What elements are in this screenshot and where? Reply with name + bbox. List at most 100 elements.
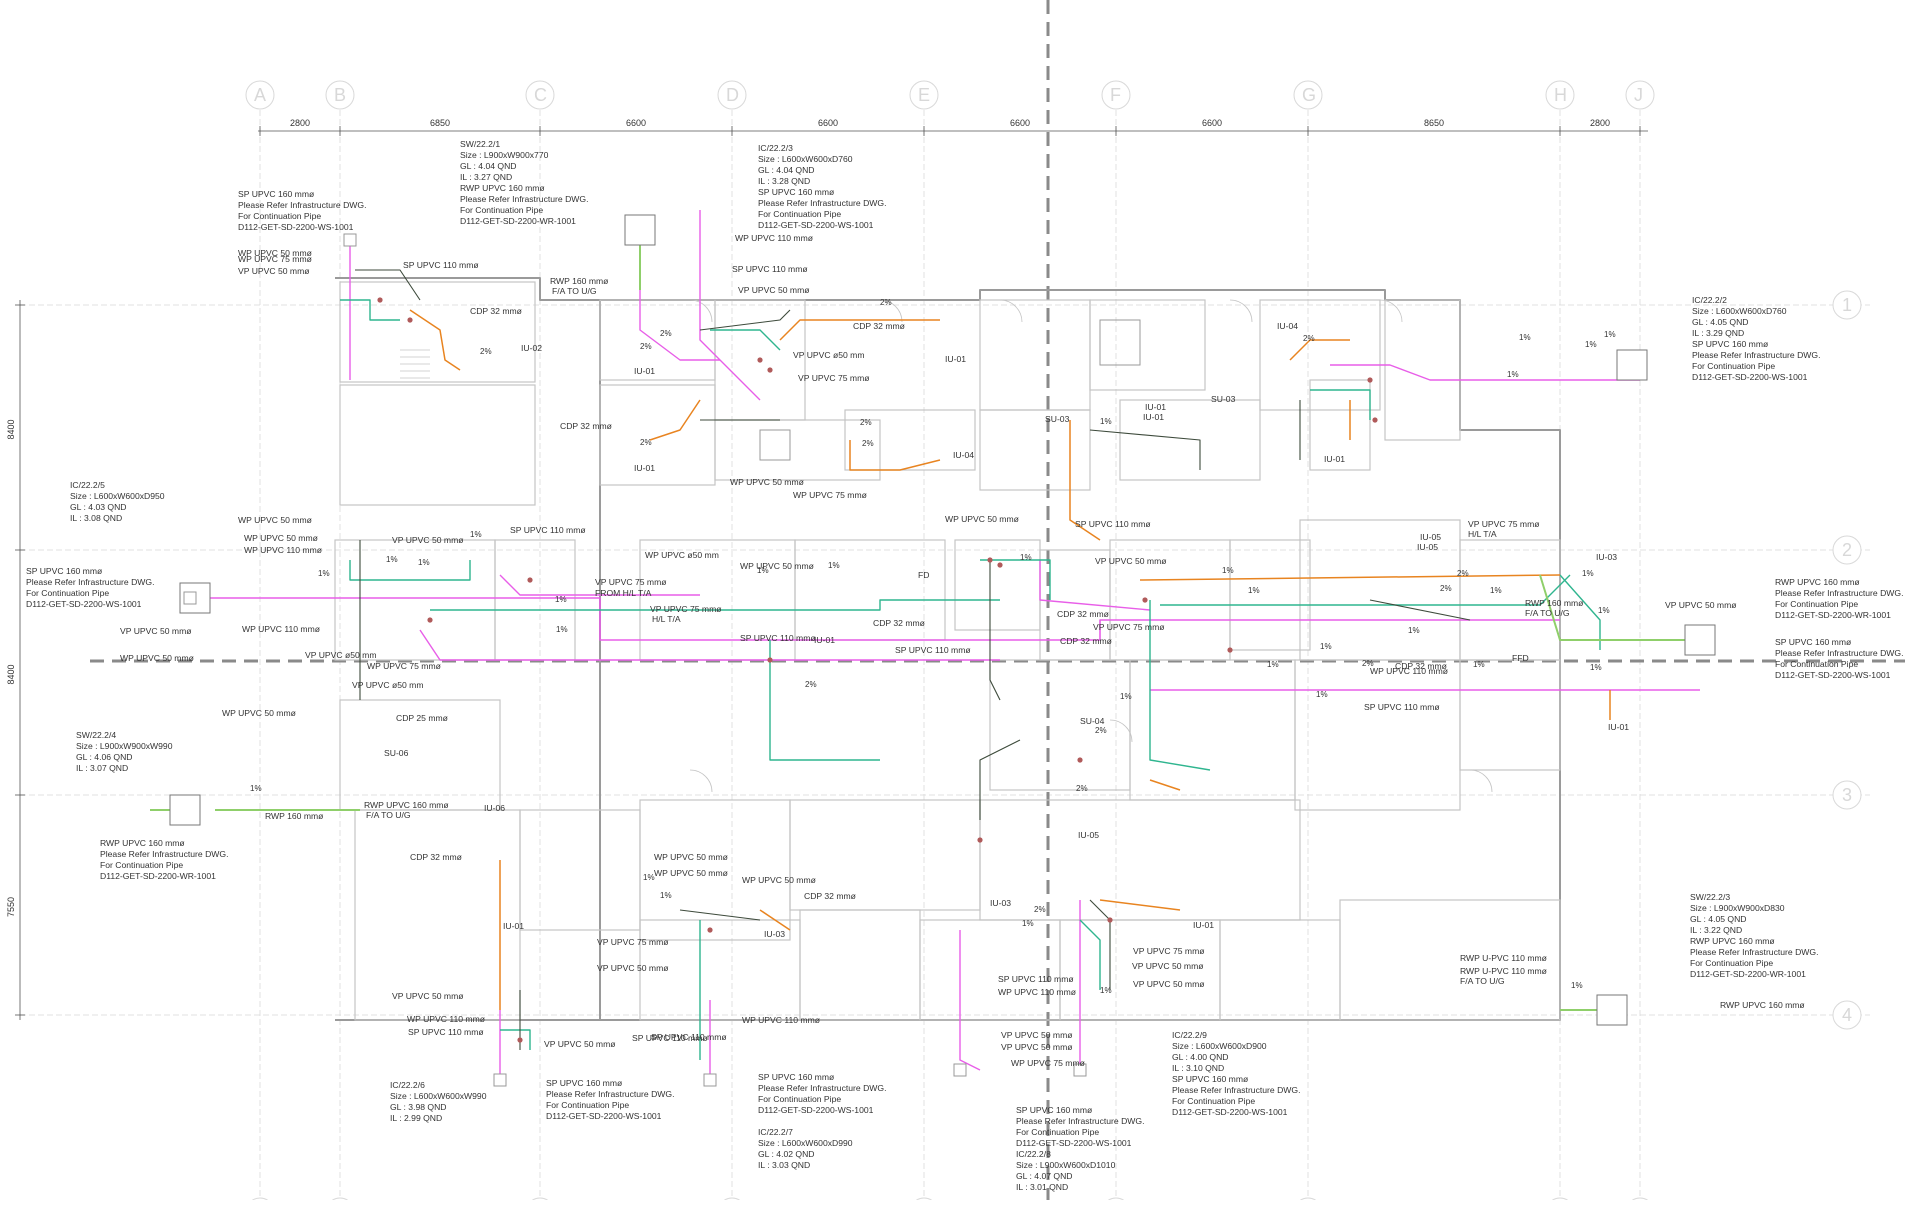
slope-marker: 1% [1120,692,1132,701]
slope-marker: 2% [640,342,652,351]
callout-text: SP UPVC 160 mmø [546,1078,623,1088]
pipe-label: SP UPVC 110 mmø [651,1032,727,1042]
pipe-label: VP UPVC 50 mmø [544,1039,616,1049]
callout-text: IC/22.2/8 [1016,1149,1051,1159]
callout-text: RWP UPVC 160 mmø [1690,936,1775,946]
pipe-label: VP UPVC 75 mmø [1133,946,1205,956]
pipe-label: WP UPVC 50 mmø [742,875,817,885]
callout-text: Size : L600xW600xW990 [390,1091,487,1101]
pipe-label: SP UPVC 110 mmø [632,1033,708,1043]
slope-marker: 2% [862,439,874,448]
pipe-label: CDP 32 mmø [560,421,613,431]
slope-marker: 2% [1362,659,1374,668]
slope-marker: 1% [250,784,262,793]
vp-pipe [1369,599,1471,621]
room-wall [979,799,1301,921]
room-tag: IU-01 [1608,722,1629,732]
slope-marker: 1% [1408,626,1420,635]
room-wall [979,299,1091,411]
callout-text: SP UPVC 160 mmø [1172,1074,1249,1084]
pipe-label: CDP 32 mmø [470,306,523,316]
pipe-label: WP UPVC 110 mmø [742,1015,821,1025]
slope-marker: 1% [1022,919,1034,928]
grid-bubble-col [1293,80,1323,110]
sp-pipe [499,574,700,596]
callout-text: IL : 3.27 QND [460,172,512,182]
callout-text: For Continuation Pipe [1775,599,1858,609]
wp-pipe [1079,919,1101,990]
fixture-dot [1142,597,1148,603]
pipe-label: CDP 32 mmø [1057,609,1110,619]
pipe-label: CDP 32 mmø [410,852,463,862]
slope-marker: 1% [1316,690,1328,699]
grid-bubble-col [909,80,939,110]
room-tag: IU-03 [1596,552,1617,562]
callout-text: D112-GET-SD-2200-WR-1001 [1775,610,1891,620]
room-tag: IU-01 [945,354,966,364]
pipe-label: WP UPVC 110 mmø [244,545,323,555]
callout-text: D112-GET-SD-2200-WS-1001 [238,222,354,232]
slope-marker: 2% [640,438,652,447]
grid-column-label: B [334,85,346,105]
fixture-dot [427,617,433,623]
callout-text: Please Refer Infrastructure DWG. [26,577,154,587]
door-swing [1109,719,1133,743]
slope-marker: 2% [860,418,872,427]
room-wall [519,809,641,931]
room-wall [354,809,521,1021]
callout-text: GL : 4.00 QND [1172,1052,1229,1062]
slope-marker: 1% [1222,566,1234,575]
outlet-box [183,591,197,605]
slope-marker: 1% [1519,333,1531,342]
callout-text: Please Refer Infrastructure DWG. [238,200,366,210]
fixture-dot [767,367,773,373]
pipe-label: WP UPVC 50 mmø [945,514,1020,524]
room-wall [599,384,716,486]
callout-text: Please Refer Infrastructure DWG. [758,1083,886,1093]
pipe-label: WP UPVC 110 mmø [735,233,814,243]
room-tag: IU-03 [764,929,785,939]
pipe-label: WP UPVC ø50 mm [645,550,719,560]
room-wall [1384,299,1461,441]
callout-text: For Continuation Pipe [238,211,321,221]
room-tag: IU-05 [1417,542,1438,552]
callout-text: Size : L600xW600xD760 [1692,306,1787,316]
slope-marker: 1% [1100,986,1112,995]
pipe-label: H/L T/A [652,614,681,624]
grid-column-label: A [254,85,266,105]
callout-text: D112-GET-SD-2200-WS-1001 [1692,372,1808,382]
inspection-chamber [179,582,211,614]
callout-text: GL : 4.04 QND [758,165,815,175]
callout-text: IL : 3.10 QND [1172,1063,1224,1073]
pipe-label: WP UPVC 110 mmø [998,987,1077,997]
callout-text: GL : 4.03 QND [70,502,127,512]
callout-text: D112-GET-SD-2200-WS-1001 [26,599,142,609]
callout-text: Size : L600xW600xD990 [758,1138,853,1148]
callout-text: IC/22.2/5 [70,480,105,490]
callout-text: IL : 3.29 QND [1692,328,1744,338]
pipe-label: WP UPVC 50 mmø [120,653,195,663]
pipe-label: SP UPVC 110 mmø [510,525,586,535]
cdp-pipe [1099,899,1181,911]
pipe-label: SP UPVC 110 mmø [998,974,1074,984]
cdp-pipe [1139,574,1561,581]
door-swing [689,769,713,793]
room-tag: IU-01 [1193,920,1214,930]
callout-text: SW/22.2/1 [460,139,500,149]
pipe-label: CDP 32 mmø [853,321,906,331]
wp-pipe [980,559,1051,600]
callout-text: SW/22.2/4 [76,730,116,740]
pipe-label: SP UPVC 110 mmø [732,264,808,274]
grid-column-label: G [1302,85,1316,105]
fixture-dot [527,577,533,583]
room-wall [1339,899,1561,1021]
grid-bubble-col [717,80,747,110]
door-swing [999,299,1023,323]
pipe-label: VP UPVC 50 mmø [1001,1042,1073,1052]
room-wall [1219,919,1341,1021]
callout-text: Please Refer Infrastructure DWG. [546,1089,674,1099]
cdp-pipe [849,440,941,471]
callout-text: D112-GET-SD-2200-WR-1001 [460,216,576,226]
pipe-label: VP UPVC 75 mmø [650,604,722,614]
cdp-pipe [409,309,461,371]
